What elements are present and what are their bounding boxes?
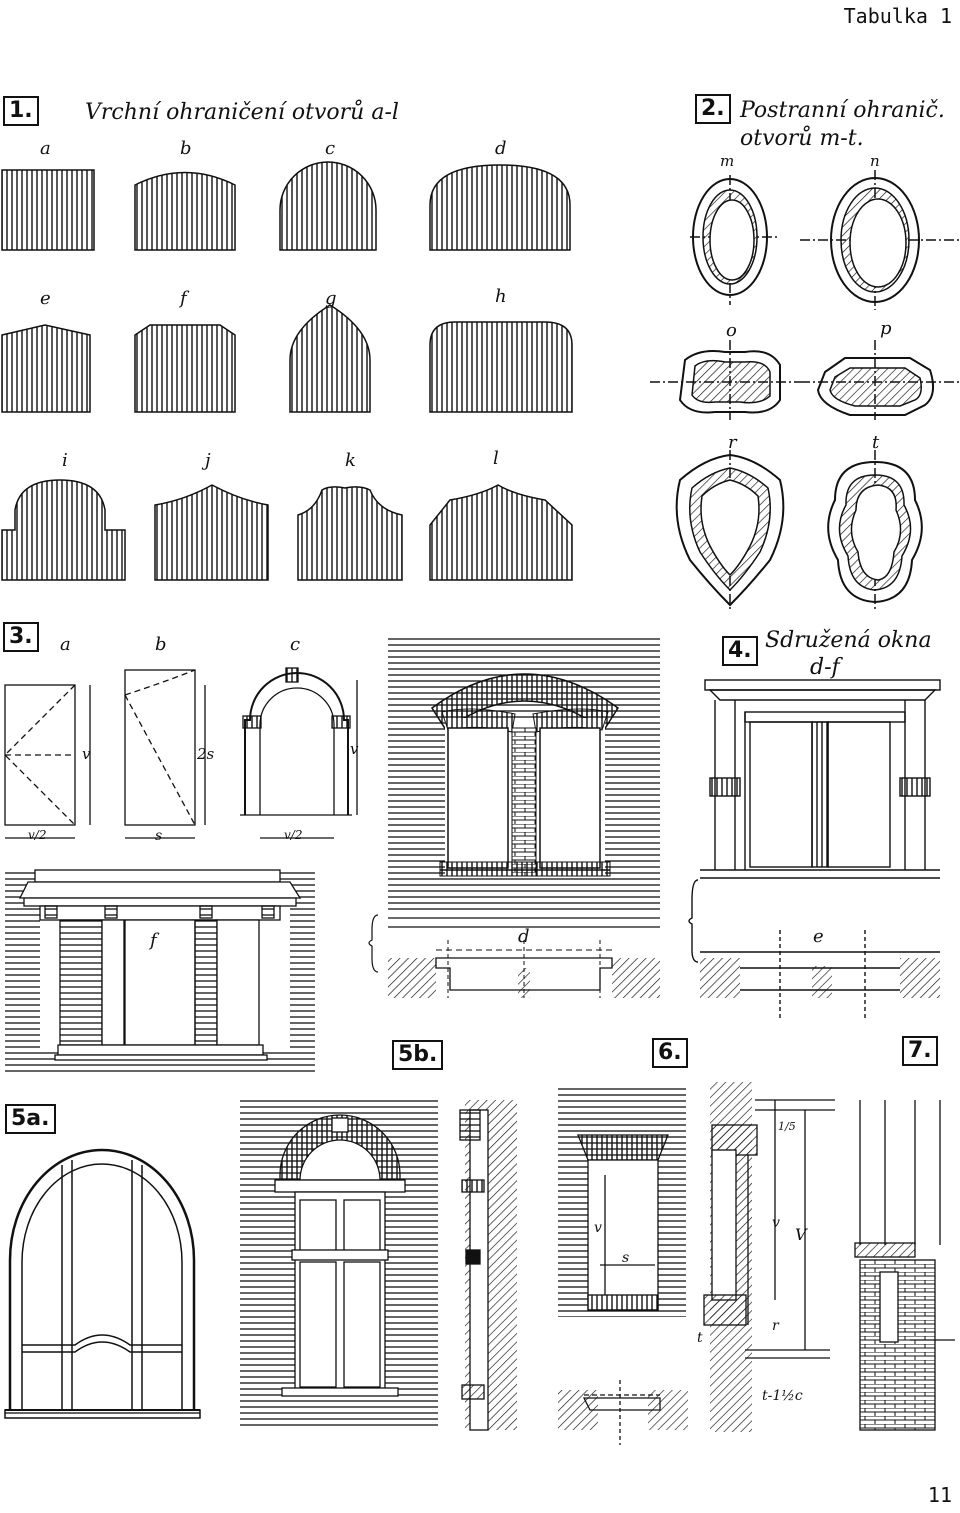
section-7-number: 7.: [902, 1036, 938, 1066]
arch-d: [429, 164, 571, 251]
wall-section-7: [703, 1082, 955, 1432]
label-d: d: [495, 138, 507, 159]
label-g: g: [325, 288, 337, 309]
cartouche-o: [678, 350, 781, 414]
section-5b: [459, 1100, 517, 1431]
arch-i: [1, 479, 126, 581]
section-4-title-line2: d-f: [810, 655, 840, 680]
arch-g: [289, 304, 371, 413]
label-i: i: [62, 450, 68, 471]
dim-6-s: s: [622, 1250, 630, 1266]
coupled-window-d: [368, 635, 660, 998]
section-5b-number: 5b.: [392, 1040, 444, 1070]
dim-2s: 2s: [197, 745, 215, 763]
section-1-title: Vrchní ohraničení otvorů a-l: [85, 100, 399, 125]
label-t: t: [872, 432, 880, 453]
oval-n: [830, 177, 920, 303]
label-4e: e: [813, 926, 824, 947]
label-a: a: [40, 138, 51, 159]
arch-l: [429, 484, 573, 581]
section-1-number: 1.: [3, 96, 39, 126]
dim-6-v: v: [594, 1220, 602, 1236]
dim-v-a: v: [82, 745, 91, 763]
arch-f: [134, 324, 236, 413]
section-4-title-line1: Sdružená okna: [765, 628, 932, 653]
label-r: r: [728, 432, 737, 453]
dim-v-c: v: [350, 740, 359, 758]
label-l: l: [493, 448, 499, 469]
section-4-number: 4.: [722, 636, 758, 666]
label-3c: c: [290, 634, 301, 655]
label-c: c: [325, 138, 336, 159]
arch-c: [279, 161, 377, 251]
dim-7-v: v: [772, 1215, 780, 1231]
window-6: [558, 1085, 688, 1445]
section-1-arches: [1, 161, 573, 581]
proportion-b: [124, 669, 196, 826]
label-j: j: [205, 450, 211, 471]
section-2-number: 2.: [695, 94, 731, 124]
label-4f: f: [150, 930, 157, 951]
dim-7-t: t: [697, 1330, 703, 1346]
label-4d: d: [518, 926, 530, 947]
plate-header: Tabulka 1: [843, 4, 952, 28]
cartouche-p: [816, 357, 935, 416]
label-m: m: [720, 152, 735, 170]
label-f: f: [180, 288, 187, 309]
dim-7-r: r: [772, 1318, 779, 1334]
coupled-window-f: [5, 869, 315, 1075]
window-5b: [240, 1100, 438, 1430]
dim-s: s: [155, 828, 163, 844]
label-o: o: [726, 320, 737, 341]
page-number: 11: [927, 1483, 952, 1507]
arch-a: [1, 169, 95, 251]
section-5a-number: 5a.: [5, 1104, 56, 1134]
oval-m: [692, 178, 768, 296]
label-e: e: [40, 288, 51, 309]
cartouche-r: [675, 453, 785, 607]
arch-e: [1, 324, 91, 413]
label-b: b: [180, 138, 192, 159]
label-h: h: [495, 286, 507, 307]
label-3b: b: [155, 634, 167, 655]
arch-j: [154, 484, 269, 581]
dim-7-fraction: 1/5: [778, 1120, 796, 1133]
arch-b: [134, 171, 236, 251]
section-2-title-line1: Postranní ohranič.: [740, 98, 945, 123]
arch-k: [297, 486, 403, 581]
label-p: p: [880, 318, 892, 339]
cartouche-t: [827, 460, 923, 604]
section-2-title-line2: otvorů m-t.: [740, 126, 864, 151]
dim-half-c: v/2: [284, 828, 303, 842]
coupled-window-e: [688, 679, 941, 1020]
label-k: k: [345, 450, 356, 471]
arch-h: [429, 321, 573, 413]
arched-window-5a: [4, 1148, 201, 1419]
section-6-number: 6.: [652, 1038, 688, 1068]
label-3a: a: [60, 634, 71, 655]
dim-7-V: V: [795, 1225, 807, 1244]
dim-half-a: v/2: [28, 828, 47, 842]
label-n: n: [870, 152, 880, 170]
section-2-openings: [650, 170, 960, 610]
section-3-number: 3.: [3, 622, 39, 652]
dim-7-bottom: t-1½c: [762, 1388, 803, 1404]
section-3-proportions: [4, 667, 358, 839]
